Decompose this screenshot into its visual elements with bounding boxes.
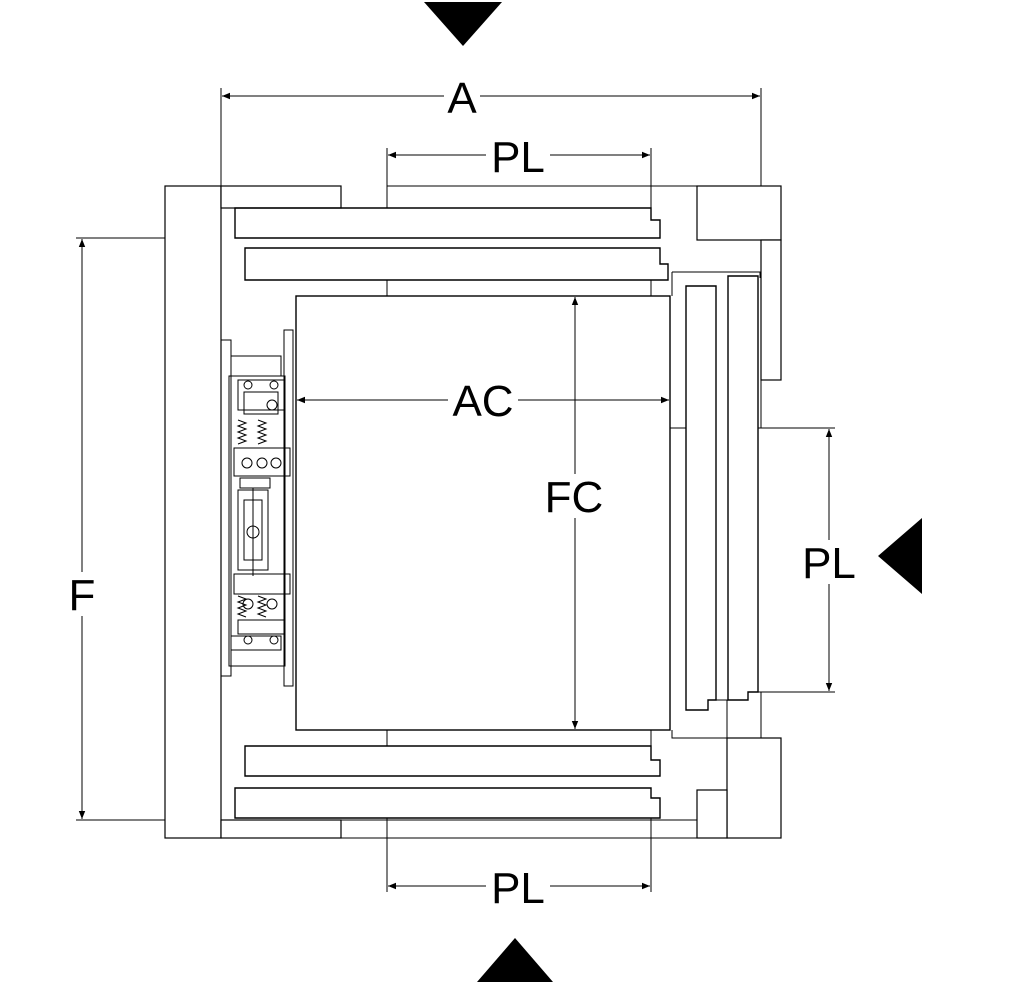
front-door-panel-inner	[244, 247, 669, 281]
entrance-marker-right	[878, 518, 922, 594]
dimension-f: F	[64, 237, 165, 821]
label-f: F	[69, 571, 96, 620]
dimension-a: A	[220, 74, 762, 186]
dimension-pl-rear: PL	[386, 838, 652, 913]
rear-door-panel-inner	[244, 745, 661, 777]
dimension-ac: AC	[297, 377, 669, 426]
rear-door-panel-outer	[234, 787, 661, 819]
side-door-panel-outer	[727, 275, 759, 701]
dimension-pl-front: PL	[386, 133, 652, 186]
entrance-marker-top	[424, 2, 502, 46]
entrance-marker-bottom	[477, 938, 553, 982]
right-wall-upper	[760, 239, 782, 381]
bottom-right-wall	[726, 737, 782, 839]
rear-door-panels	[234, 730, 661, 819]
bottom-right-wall-inner	[696, 789, 728, 839]
dimension-fc: FC	[540, 297, 610, 729]
side-door-panels	[671, 271, 761, 790]
front-door-panels	[234, 207, 669, 296]
dimension-pl-side: PL	[761, 427, 860, 693]
left-wall	[164, 185, 222, 839]
bottom-left-wall	[220, 819, 342, 839]
label-pl-front: PL	[491, 133, 545, 182]
label-pl-rear: PL	[491, 864, 545, 913]
label-pl-side: PL	[802, 539, 856, 588]
shaft-outline	[221, 185, 762, 839]
car-outline	[295, 295, 671, 731]
front-door-panel-outer	[234, 207, 661, 239]
label-a: A	[447, 74, 477, 123]
top-left-wall	[220, 185, 342, 209]
counterweight-assembly	[220, 329, 294, 687]
top-right-wall	[696, 185, 782, 241]
shaft-walls	[164, 185, 782, 839]
label-fc: FC	[545, 473, 604, 522]
label-ac: AC	[452, 377, 513, 426]
side-door-panel-inner	[685, 285, 717, 711]
